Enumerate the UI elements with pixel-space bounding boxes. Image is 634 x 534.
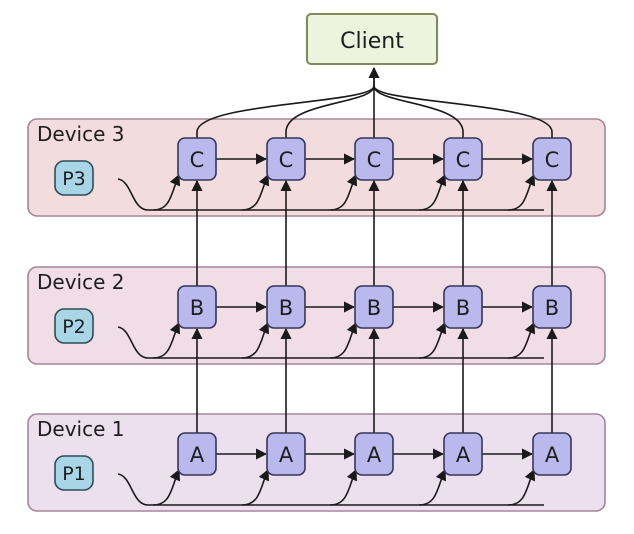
compute-node-label: A: [367, 443, 382, 467]
compute-node: [266, 137, 306, 181]
compute-node-label: C: [456, 148, 471, 172]
client-link: [373, 85, 464, 138]
param-bus: [117, 473, 544, 506]
client-link: [373, 85, 553, 138]
param-feed: [507, 468, 536, 506]
client-label: Client: [340, 29, 404, 54]
compute-node: [177, 137, 217, 181]
compute-node: [354, 137, 394, 181]
device-3-label: Device 3: [37, 122, 124, 146]
compute-node: [443, 137, 483, 181]
param-box: [54, 308, 94, 344]
device-2-label: Device 2: [37, 270, 124, 294]
compute-node: [532, 432, 572, 476]
compute-node-label: B: [545, 296, 559, 320]
compute-node: [443, 285, 483, 329]
compute-node: [532, 285, 572, 329]
param-box: [54, 455, 94, 491]
compute-node: [177, 285, 217, 329]
compute-node-label: C: [545, 148, 560, 172]
compute-node-label: A: [456, 443, 471, 467]
param-label: P1: [62, 463, 86, 485]
param-feed: [329, 468, 358, 506]
device-1-label: Device 1: [37, 417, 124, 441]
compute-node: [266, 432, 306, 476]
param-label: P2: [62, 316, 86, 338]
compute-node: [354, 432, 394, 476]
edges-layer: [117, 66, 558, 506]
compute-node-label: B: [367, 296, 381, 320]
compute-node-label: B: [190, 296, 204, 320]
client-box: [306, 13, 438, 65]
compute-node: [354, 285, 394, 329]
param-box: [54, 160, 94, 196]
compute-node-label: B: [456, 296, 470, 320]
param-label: P3: [62, 168, 86, 190]
param-feed: [418, 173, 447, 211]
compute-node: [532, 137, 572, 181]
client-link: [285, 85, 375, 138]
compute-node: [443, 432, 483, 476]
compute-node-label: A: [545, 443, 560, 467]
compute-node-label: B: [279, 296, 293, 320]
compute-node-label: A: [190, 443, 205, 467]
param-feed: [418, 321, 447, 359]
param-feed: [152, 321, 181, 359]
compute-node: [266, 285, 306, 329]
param-feed: [241, 468, 270, 506]
param-feed: [152, 173, 181, 211]
param-bus: [117, 178, 544, 211]
param-bus: [117, 326, 544, 359]
compute-node-label: C: [190, 148, 205, 172]
param-feed: [241, 173, 270, 211]
param-feed: [329, 321, 358, 359]
compute-node-label: A: [279, 443, 294, 467]
client-link: [196, 85, 375, 138]
compute-node-label: C: [279, 148, 294, 172]
compute-node-label: C: [367, 148, 382, 172]
param-feed: [418, 468, 447, 506]
param-feed: [329, 173, 358, 211]
param-feed: [507, 173, 536, 211]
param-feed: [507, 321, 536, 359]
param-feed: [152, 468, 181, 506]
nodes-layer: C C C C C B B B B B A A A A A: [177, 137, 572, 476]
param-feed: [241, 321, 270, 359]
compute-node: [177, 432, 217, 476]
